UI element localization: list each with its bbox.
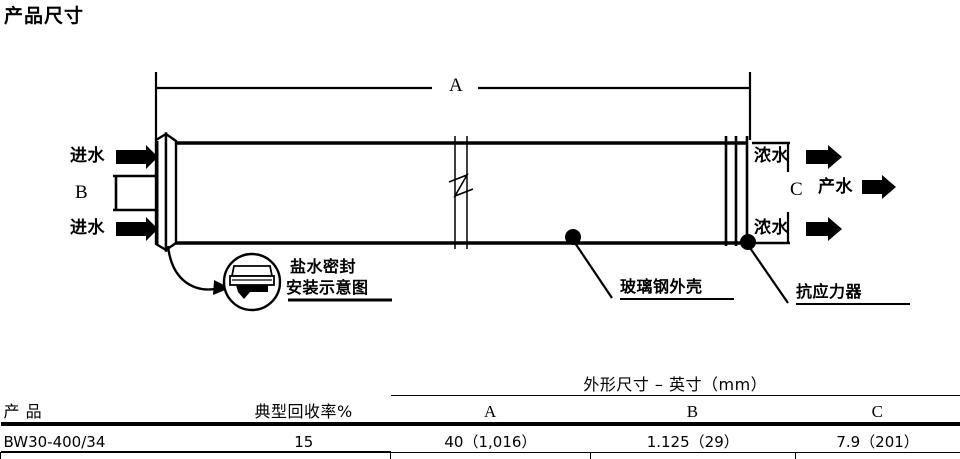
permeate-label: 产水 bbox=[818, 178, 853, 197]
column-header-dim-a: A bbox=[391, 396, 591, 425]
bottom-tick-left bbox=[1, 453, 391, 459]
feed-water-top-label: 进水 bbox=[70, 147, 105, 166]
dimension-b-label: B bbox=[75, 183, 88, 203]
callout-frp-shell-label: 玻璃钢外壳 bbox=[620, 277, 703, 297]
concentrate-bottom-label: 浓水 bbox=[754, 219, 789, 238]
column-header-recovery: 典型回收率% bbox=[217, 396, 391, 422]
left-end-cap bbox=[156, 134, 176, 250]
seal-glyph-cap bbox=[232, 266, 272, 276]
dimension-a-label: A bbox=[449, 76, 463, 96]
feed-bottom-arrow bbox=[116, 217, 158, 241]
brine-seal-detail bbox=[168, 246, 280, 310]
concentrate-top-label: 浓水 bbox=[754, 147, 789, 166]
callout-anti-telescoping-device-label: 抗应力器 bbox=[796, 282, 862, 302]
span-header-spacer bbox=[1, 371, 391, 396]
dimensions-span-header: 外形尺寸 – 英寸（mm） bbox=[391, 371, 960, 396]
bottom-tick-c bbox=[795, 453, 960, 459]
dimensions-table: 外形尺寸 – 英寸（mm） 产 品 典型回收率% A B C bbox=[0, 371, 960, 459]
feed-top-arrow bbox=[116, 145, 158, 169]
concentrate-top-arrow bbox=[806, 145, 842, 169]
callout-leader-atd bbox=[748, 245, 788, 303]
dimension-b-group bbox=[113, 176, 155, 210]
cell-dim-c: 7.9（201） bbox=[795, 426, 960, 453]
cell-dim-a: 40（1,016） bbox=[391, 426, 591, 453]
column-header-dim-b: B bbox=[590, 396, 795, 425]
brine-seal-note-line2: 安装示意图 bbox=[286, 277, 369, 298]
dimension-c-label: C bbox=[790, 180, 803, 200]
permeate-arrow bbox=[862, 175, 896, 199]
bottom-tick-a bbox=[391, 453, 591, 459]
concentrate-bottom-arrow bbox=[806, 217, 842, 241]
callout-leader-shell bbox=[573, 240, 612, 298]
column-header-product: 产 品 bbox=[1, 396, 217, 422]
callout-dot-shell bbox=[565, 229, 581, 245]
column-header-group-left: 产 品 典型回收率% bbox=[1, 396, 391, 425]
cell-recovery: 15 bbox=[217, 426, 391, 452]
table-row: BW30-400/34 15 40（1,016） 1.125（29） 7.9（2… bbox=[1, 426, 960, 453]
table-column-header-row: 产 品 典型回收率% A B C bbox=[1, 396, 960, 425]
cell-product: BW30-400/34 bbox=[1, 426, 217, 452]
row-group-left: BW30-400/34 15 bbox=[1, 426, 391, 453]
left-end-cap-side bbox=[166, 134, 176, 250]
column-header-dim-c: C bbox=[795, 396, 960, 425]
feed-water-bottom-label: 进水 bbox=[70, 219, 105, 238]
pressure-vessel-body bbox=[168, 141, 748, 244]
brine-seal-leader-curve bbox=[168, 246, 220, 289]
brine-seal-note-line1: 盐水密封 bbox=[290, 256, 356, 277]
table-span-header-row: 外形尺寸 – 英寸（mm） bbox=[1, 371, 960, 396]
feed-arrows bbox=[116, 145, 158, 241]
membrane-element-diagram bbox=[0, 0, 960, 370]
table-bottom-ticks bbox=[1, 453, 960, 459]
bottom-tick-b bbox=[590, 453, 795, 459]
cell-dim-b: 1.125（29） bbox=[590, 426, 795, 453]
